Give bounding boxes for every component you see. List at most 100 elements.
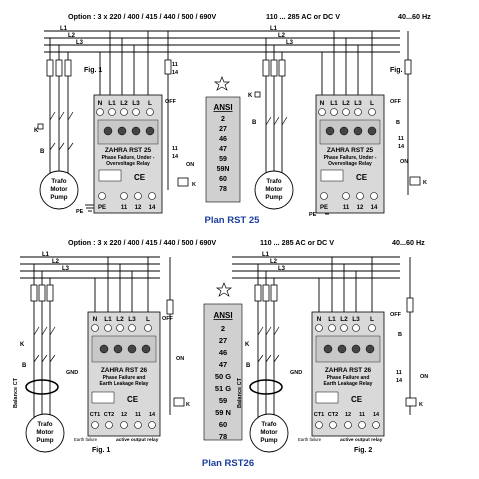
relay-rst26-right: N L1 L2 L3 L ZAHRA RST 26 Phase Failure … bbox=[298, 257, 385, 443]
ansi-code: 78 bbox=[219, 186, 227, 193]
ansi-box-top: ANSI 2 27 46 47 59 59N 60 78 bbox=[205, 76, 241, 203]
c14-label-rb: 14 bbox=[396, 378, 403, 384]
motor-rb-line3: Pump bbox=[260, 437, 277, 444]
terminal-l3: L3 bbox=[352, 316, 360, 323]
terminal-l1: L1 bbox=[330, 100, 338, 107]
fig2-label-bottom: Fig. 2 bbox=[354, 447, 372, 454]
plan-rst25: Option : 3 x 220 / 400 / 415 / 440 / 500… bbox=[34, 12, 431, 226]
motor-right-line1: Trafo bbox=[266, 178, 281, 185]
bus-label-l3: L3 bbox=[76, 40, 84, 46]
pe-label-right: PE bbox=[309, 212, 317, 218]
frequency: 40...60 Hz bbox=[398, 12, 431, 21]
ce-mark: CE bbox=[351, 395, 363, 404]
option-line: Option : 3 x 220 / 400 / 415 / 440 / 500… bbox=[68, 12, 216, 21]
ansi-code: 50 G bbox=[215, 372, 231, 381]
motor-rb-line2: Motor bbox=[260, 429, 278, 436]
on-label-rb: ON bbox=[420, 374, 428, 380]
motor-right-line2: Motor bbox=[265, 186, 283, 193]
relay-brand-model: ZAHRA RST 26 bbox=[325, 367, 372, 374]
bus-label-l2-right: L2 bbox=[278, 33, 286, 39]
c11-label-rb: 11 bbox=[396, 370, 402, 376]
ansi-code: 60 bbox=[219, 420, 227, 429]
ce-mark: CE bbox=[127, 395, 139, 404]
b-label-left-bottom: B bbox=[22, 363, 27, 369]
terminal-pe: PE bbox=[98, 205, 106, 211]
bus-label-l3-right: L3 bbox=[278, 266, 286, 272]
terminal-ct1: CT1 bbox=[90, 412, 100, 418]
ansi-code: 46 bbox=[219, 348, 227, 357]
b-label-rb: B bbox=[246, 363, 251, 369]
terminal-12: 12 bbox=[121, 412, 127, 418]
terminal-11: 11 bbox=[343, 205, 350, 211]
relay-brand-model: ZAHRA RST 26 bbox=[101, 367, 148, 374]
b-label-left: B bbox=[40, 149, 45, 155]
terminal-ct1: CT1 bbox=[314, 412, 324, 418]
plan-rst26: Option : 3 x 220 / 400 / 415 / 440 / 500… bbox=[13, 238, 428, 469]
on-label-lb: ON bbox=[176, 356, 184, 362]
terminal-l: L bbox=[148, 100, 152, 107]
terminal-l: L bbox=[146, 316, 150, 323]
balance-ct-label-right: Balance CT bbox=[237, 377, 243, 408]
terminal-l: L bbox=[370, 316, 374, 323]
control-circuit-left-bottom: OFF ON K bbox=[162, 257, 190, 415]
c14-label-right: 14 bbox=[398, 144, 405, 150]
supply-line-bottom: 110 ... 285 AC or DC V bbox=[260, 238, 334, 247]
terminal-14: 14 bbox=[373, 412, 380, 418]
relay-desc1: Phase Failure, Under - bbox=[324, 155, 377, 161]
ansi-code: 2 bbox=[221, 324, 225, 333]
terminal-l2: L2 bbox=[116, 316, 124, 323]
balance-ct-label: Balance CT bbox=[13, 377, 19, 408]
ansi-title-top: ANSI bbox=[213, 103, 232, 112]
terminal-l1: L1 bbox=[108, 100, 116, 107]
bus-lines: L1 L2 L3 L1 L2 L3 bbox=[44, 26, 400, 53]
terminal-pe: PE bbox=[320, 205, 328, 211]
relay-desc1: Phase Failure and bbox=[327, 375, 370, 381]
terminal-11: 11 bbox=[135, 412, 141, 418]
terminal-12: 12 bbox=[345, 412, 351, 418]
relay-terminals-top: N L1 L2 L3 L bbox=[96, 100, 154, 116]
bus-label-l3: L3 bbox=[62, 266, 70, 272]
pe-label-left: PE bbox=[76, 209, 84, 215]
earth-failure-label: Earth failure bbox=[74, 437, 98, 442]
relay-desc1: Phase Failure and bbox=[103, 375, 146, 381]
b-label-ctrl-rb: B bbox=[398, 332, 402, 338]
ansi-code: 27 bbox=[219, 336, 227, 345]
motor-right-bottom bbox=[249, 413, 289, 453]
star-icon bbox=[215, 282, 233, 297]
ansi-code: 59 bbox=[219, 396, 227, 405]
off-label-left: OFF bbox=[165, 99, 177, 105]
control-circuit-right-bottom: OFF B 11 14 ON K bbox=[390, 257, 428, 415]
on-label-left: ON bbox=[186, 162, 194, 168]
ce-mark: CE bbox=[356, 173, 368, 182]
ansi-code: 78 bbox=[219, 432, 227, 441]
balance-ct-ring-right bbox=[249, 379, 283, 395]
relay-rst25-right: N L1 L2 L3 L ZAHRA RST 25 Phase Failure,… bbox=[315, 31, 385, 214]
right-power-circuit-bottom: K B Balance CT Trafo Motor Pump GND Fig.… bbox=[237, 264, 372, 454]
k-coil-label-lb: K bbox=[186, 402, 190, 408]
k-label-rb: K bbox=[245, 342, 250, 348]
terminal-l2: L2 bbox=[120, 100, 128, 107]
plan-title-top: Plan RST 25 bbox=[205, 215, 261, 226]
terminal-l: L bbox=[370, 100, 374, 107]
motor-left-bottom bbox=[25, 413, 65, 453]
off-label-rb: OFF bbox=[390, 312, 402, 318]
fig2-label-top: Fig. 2 bbox=[390, 67, 408, 74]
relay-desc2: Earth Leakage Relay bbox=[100, 381, 149, 387]
motor-lb-line3: Pump bbox=[36, 437, 53, 444]
plan-title-bottom: Plan RST26 bbox=[202, 458, 254, 469]
motor-lb-line2: Motor bbox=[36, 429, 54, 436]
terminal-l1: L1 bbox=[328, 316, 336, 323]
c11-label-right: 11 bbox=[398, 136, 404, 142]
bus-label-l1-right: L1 bbox=[262, 252, 270, 258]
control-circuit-right: OFF B 11 14 ON K bbox=[390, 31, 427, 195]
relay-rst25-left: N L1 L2 L3 L ZAHRA RST 25 Phase Failure,… bbox=[93, 31, 163, 214]
terminal-14: 14 bbox=[149, 205, 156, 211]
terminal-l2: L2 bbox=[342, 100, 350, 107]
active-relay-label: active output relay bbox=[340, 437, 383, 443]
supply-line: 110 ... 285 AC or DC V bbox=[266, 12, 340, 21]
terminal-l3: L3 bbox=[354, 100, 362, 107]
c14-label-left: 14 bbox=[172, 154, 179, 160]
frequency-bottom: 40...60 Hz bbox=[392, 238, 425, 247]
earth-failure-label: Earth failure bbox=[298, 437, 322, 442]
ansi-box-bottom: ANSI 2 27 46 47 50 G 51 G 59 59 N 60 78 bbox=[203, 282, 243, 441]
